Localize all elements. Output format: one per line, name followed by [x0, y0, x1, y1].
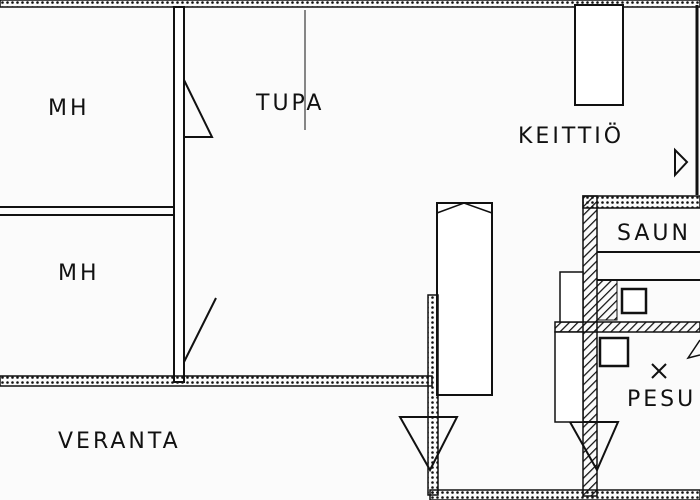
wall-top: [0, 0, 700, 8]
pesu-box: [598, 336, 630, 368]
drain-icon: [651, 363, 667, 379]
wall-mh-right: [173, 6, 185, 383]
wall-veranta: [0, 375, 433, 387]
wall-sauna-top: [582, 195, 700, 209]
door-mh-top: [183, 79, 214, 138]
door-kitchen: [674, 147, 689, 178]
door-veranta-1: [398, 416, 459, 473]
room-label-tupa: TUPA: [255, 91, 324, 116]
wall-bottom: [429, 489, 700, 500]
sauna-box: [620, 287, 648, 315]
room-label-veranta: VERANTA: [58, 429, 181, 454]
kitchen-counter: [574, 4, 624, 106]
door-mh-bottom: [183, 297, 217, 363]
room-label-sauna: SAUN: [617, 221, 691, 246]
room-label-pesu: PESU: [627, 387, 696, 412]
room-label-mh-top: MH: [48, 96, 90, 121]
sauna-stove: [596, 279, 618, 321]
room-label-mh-bottom: MH: [58, 261, 100, 286]
wall-pesu-top: [554, 321, 700, 333]
sauna-steps: [559, 271, 584, 323]
stairs: [436, 202, 493, 396]
wall-sauna-left: [582, 195, 598, 497]
door-pesu: [686, 339, 700, 360]
room-label-keittio: KEITTIÖ: [518, 123, 624, 149]
pesu-cabinet: [554, 331, 584, 423]
